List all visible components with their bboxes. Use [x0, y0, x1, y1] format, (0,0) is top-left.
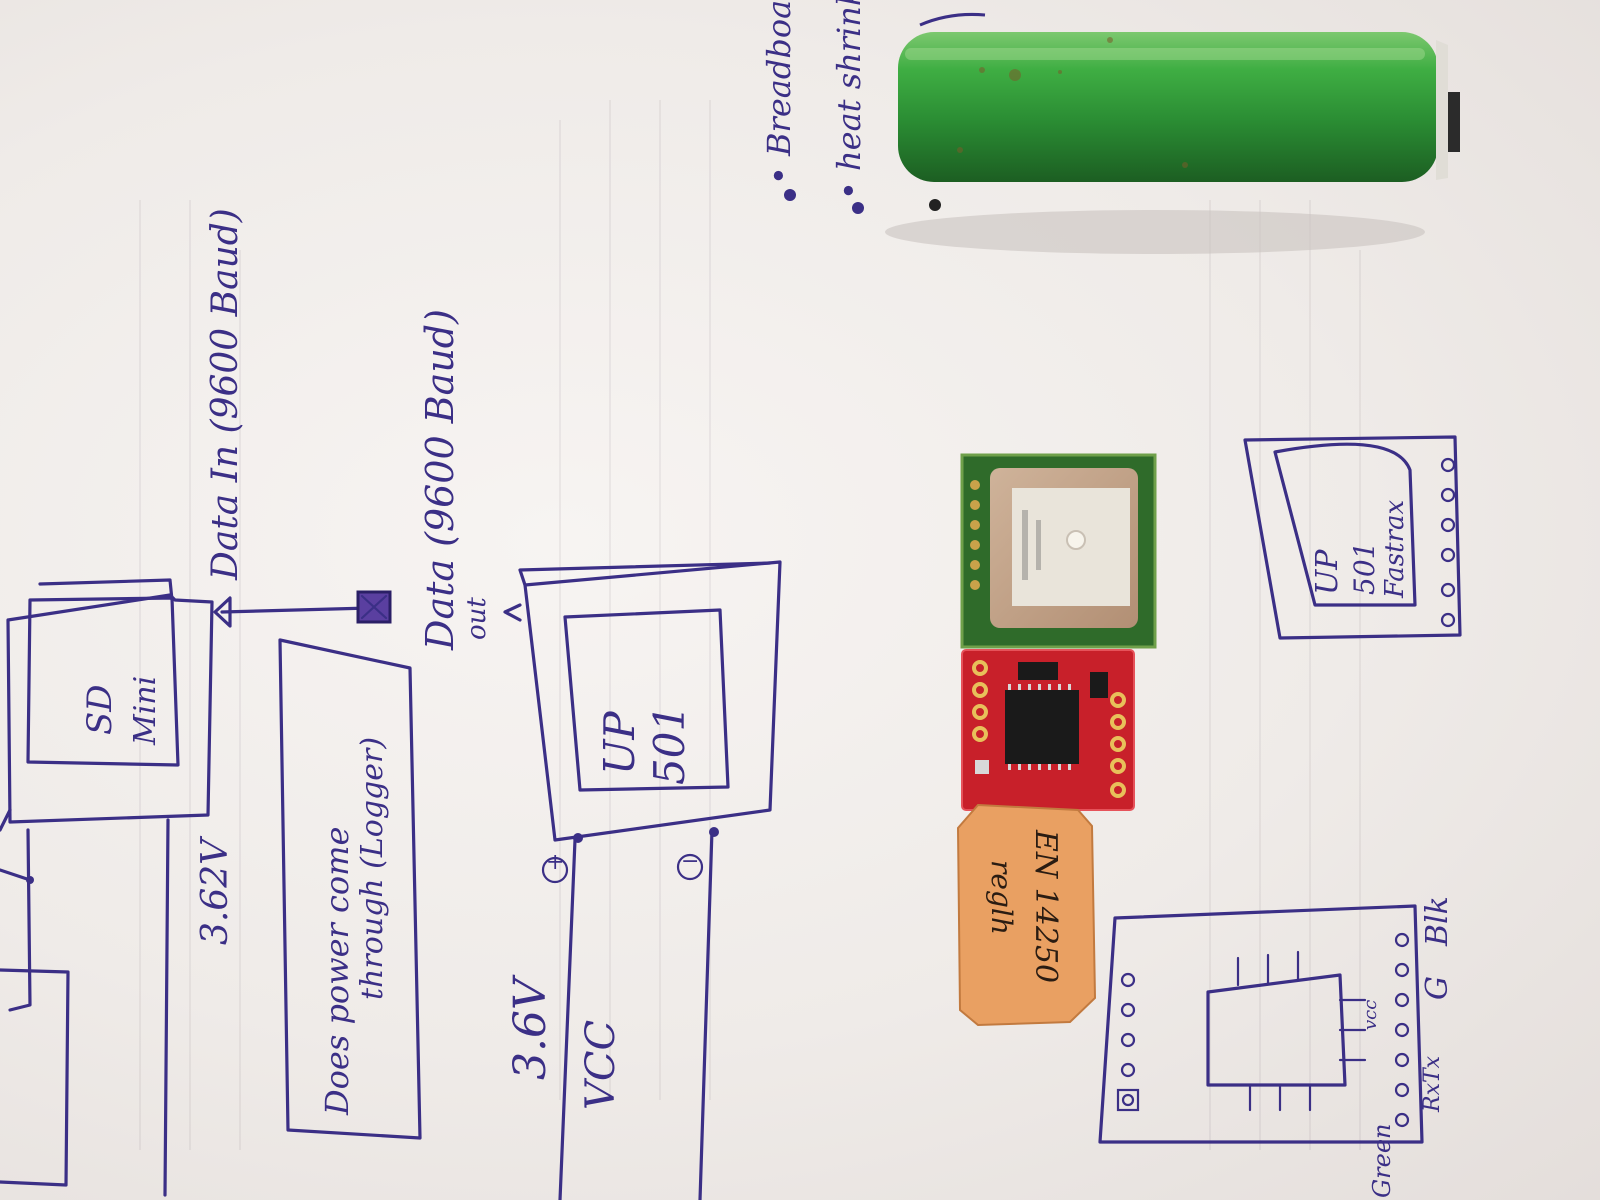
sd-mini-inner-box: [26, 596, 180, 767]
note-plus: +: [546, 850, 565, 875]
power-note-box: [278, 638, 422, 1140]
note-fastrax-up: UP: [1310, 549, 1345, 595]
note-pin-rxtx: RxTx: [1420, 1055, 1445, 1112]
battery-cell: [898, 12, 1460, 211]
note-mini: Mini: [128, 675, 163, 745]
note-sd: SD: [80, 684, 120, 735]
module-sketch-box: [1098, 904, 1424, 1144]
sticker-line-2: reglh: [985, 860, 1018, 935]
data-line: [220, 606, 372, 614]
note-pin-blk: Blk: [1420, 896, 1455, 946]
up501-inner-box: [563, 608, 730, 792]
up501-outer-box: [523, 560, 782, 842]
note-out: out: [462, 597, 492, 640]
note-power-1: Does power come: [318, 826, 356, 1115]
note-pin-vcc: vcc: [1360, 999, 1381, 1030]
sticker-line-1: EN 14250: [1028, 830, 1063, 984]
fastrax-box: [1243, 435, 1462, 640]
note-minus: −: [681, 849, 700, 874]
left-partial-box: [0, 968, 70, 1187]
note-breadboard: • Breadboard: [760, 0, 798, 185]
logger-board: [961, 649, 1135, 811]
note-501: 501: [645, 704, 694, 785]
note-up: UP: [595, 711, 644, 775]
note-vcc: VCC: [578, 1019, 624, 1110]
note-data-out: Data (9600 Baud): [418, 309, 462, 650]
note-heat-shrink: • heat shrink: [830, 0, 868, 200]
gps-module: [960, 453, 1157, 649]
note-voltage-1: 3.62V: [195, 838, 236, 945]
note-pin-g: G: [1420, 976, 1455, 1000]
note-data-in: Data In (9600 Baud): [205, 208, 246, 580]
note-fastrax-name: Fastrax: [1380, 499, 1410, 598]
label-sticker: [956, 803, 1097, 1027]
note-green: Green: [1368, 1123, 1396, 1198]
note-voltage-2: 3.6V: [505, 978, 556, 1080]
note-fastrax-501: 501: [1348, 541, 1381, 595]
note-power-2: through (Logger): [355, 736, 390, 1000]
